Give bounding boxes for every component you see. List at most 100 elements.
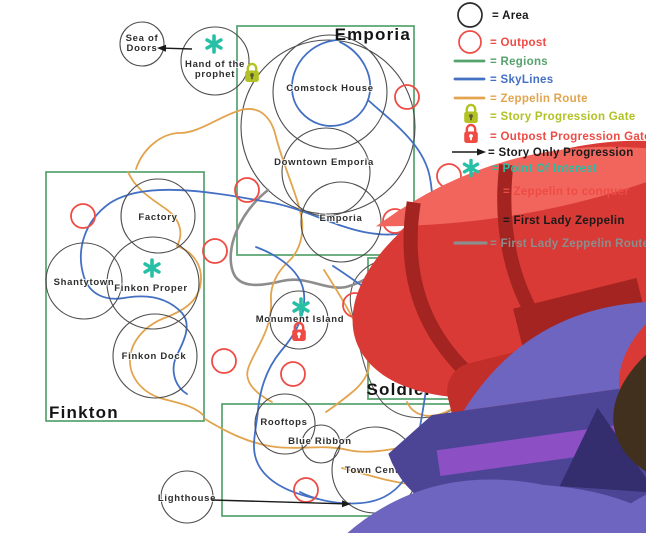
poi-asterisk-icon [205, 34, 223, 54]
poi-asterisk-icon [462, 158, 480, 178]
area-label-blue-ribbon: Blue Ribbon [288, 436, 352, 447]
legend-item-story-gate: = Story Progression Gate [464, 103, 636, 123]
legend-item-skylines: = SkyLines [453, 74, 553, 86]
legend-item-first-lady: = First Lady Zeppelin [503, 194, 646, 533]
area-label-emporia: Emporia [320, 213, 363, 224]
lock-keyhole [250, 73, 254, 77]
area-symbol [457, 2, 483, 28]
area-circle-emporia [300, 181, 382, 263]
area-label-hand-of-the-prophet: prophet [195, 69, 235, 80]
area-circle-rooftops [254, 393, 316, 455]
zeppelin-route [323, 269, 371, 413]
arrow-shaft [211, 499, 344, 505]
area-label-sea-of-doors: Sea of [126, 33, 159, 44]
first-lady-zeppelin-route [229, 188, 393, 289]
lock-shackle [293, 321, 305, 330]
outpost-circle [70, 203, 96, 229]
lock-shackle [465, 103, 477, 112]
area-circle-lighthouse [160, 470, 214, 524]
legend-item-regions: = Regions [453, 56, 548, 68]
outpost-circle [234, 177, 260, 203]
area-circle-finkon-dock [112, 313, 198, 399]
poi-spoke [143, 262, 161, 274]
poi-asterisk-icon [292, 297, 310, 317]
poi-asterisk-icon [143, 258, 161, 278]
legend-item-outpost: = Outpost [458, 30, 547, 54]
legend-item-first-lady-route: = First Lady Zeppelin Route [453, 238, 646, 250]
outpost-circle [280, 361, 306, 387]
lock-shackle [246, 62, 258, 71]
region-rect-finkton [45, 171, 205, 422]
legend-label-poi: = Point Of Interest [492, 163, 597, 175]
zeppelin-route [246, 299, 273, 403]
legend-label-story-only: = Story Only Progression [488, 147, 634, 159]
area-label-town-center: Town Center [345, 465, 410, 476]
skyline-route [291, 39, 372, 127]
story-progression-arrow [211, 499, 351, 508]
area-circle-downtown-emporia [281, 127, 371, 217]
legend-item-story-only: = Story Only Progression [452, 147, 634, 159]
zeppelin-route [135, 108, 304, 301]
lock-keyhole [469, 134, 473, 138]
legend-item-poi: = Point Of Interest [462, 158, 597, 178]
area-outline-circle [240, 39, 416, 215]
area-label-hand-of-the-prophet: Hand of the [185, 59, 245, 70]
skyline-route [253, 246, 319, 500]
lock-keyhole [298, 335, 300, 339]
outpost-circle [293, 477, 319, 503]
poi-spoke [205, 38, 223, 50]
lock-keyhole [470, 137, 472, 141]
arrow-shaft [164, 47, 193, 50]
area-label-downtown-emporia: Downtown Emporia [274, 157, 374, 168]
area-label-monument-island: Monument Island [256, 314, 345, 325]
legend-item-zeppelin-route: = Zeppelin Route [453, 93, 588, 105]
region-label-finkton: Finkton [49, 403, 119, 422]
lock-keyhole [469, 114, 473, 118]
area-label-lighthouse: Lighthouse [158, 493, 216, 504]
legend-label-regions: = Regions [490, 56, 548, 68]
region-label-emporia: Emporia [335, 25, 411, 44]
area-label-finkon-proper: Finkon Proper [114, 283, 188, 294]
legend-label-zeppelin-route: = Zeppelin Route [490, 93, 588, 105]
legend-label-story-gate: = Story Progression Gate [490, 111, 636, 123]
outpost-circle [211, 348, 237, 374]
area-circle-monument-island [269, 290, 329, 350]
area-label-shantytown: Shantytown [54, 277, 115, 288]
legend-label-zeppelin-conquer: = Zeppelin to conquer [503, 186, 629, 198]
arrow-head [157, 44, 167, 52]
area-circle-factory [120, 178, 196, 254]
area-circle-shantytown [45, 242, 123, 320]
story-progression-arrow [157, 44, 193, 52]
poi-spoke [462, 162, 480, 174]
area-label-rooftops: Rooftops [260, 417, 307, 428]
legend-item-zeppelin-conquer: = Zeppelin to conquer [503, 145, 646, 533]
skyline-route [80, 188, 415, 395]
lock-keyhole [470, 117, 472, 121]
area-label-sea-of-doors: Doors [127, 43, 158, 54]
legend-item-area: = Area [457, 2, 529, 28]
legend-label-outpost: = Outpost [490, 37, 547, 49]
lock-keyhole [251, 76, 253, 80]
legend-item-outpost-gate: = Outpost Progression Gate [464, 123, 646, 143]
legend-label-area: = Area [492, 10, 529, 22]
arrow-head [477, 148, 486, 156]
outpost-gate-lock-symbol [464, 123, 478, 143]
icons-layer [143, 16, 646, 533]
outpost-symbol [458, 30, 482, 54]
area-circle-hand-of-the-prophet [180, 26, 250, 96]
area-label-finkon-dock: Finkon Dock [122, 351, 187, 362]
legend-label-outpost-gate: = Outpost Progression Gate [490, 131, 646, 143]
area-label-factory: Factory [138, 212, 177, 223]
outpost-progression-gate-icon [292, 321, 306, 341]
lock-shackle [465, 123, 477, 132]
legend-label-first-lady: = First Lady Zeppelin [503, 215, 625, 227]
legend-layer: = Area = Outpost = Regions = SkyLines = Zepp… [452, 2, 646, 533]
lock-keyhole [297, 332, 301, 336]
arrow-head [341, 500, 351, 508]
story-progression-gate-icon [245, 62, 259, 82]
legend-label-skylines: = SkyLines [490, 74, 553, 86]
outpost-circle [202, 238, 228, 264]
story-only-arrow-symbol [452, 148, 486, 156]
poi-spoke [292, 301, 310, 313]
zeppelin-route [127, 171, 204, 416]
